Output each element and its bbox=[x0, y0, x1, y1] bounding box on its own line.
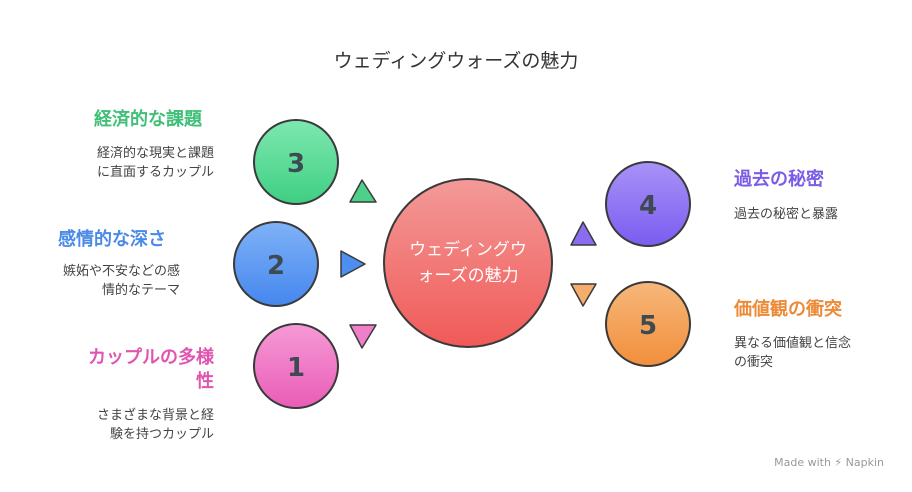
node-2-circle bbox=[233, 221, 319, 307]
node-1-circle bbox=[253, 323, 339, 409]
arrow-2-triangle bbox=[340, 250, 366, 278]
desc-couple-diversity-line1: さまざまな背景と経 bbox=[96, 408, 214, 423]
desc-economic-issues-line2: に直面するカップル bbox=[96, 165, 214, 180]
desc-value-clash-line2: の衝突 bbox=[734, 355, 774, 370]
diagram-title: ウェディングウォーズの魅力 bbox=[333, 50, 579, 72]
node-3-number: 3 bbox=[287, 149, 305, 179]
heading-emotional-depth: 感情的な深さ bbox=[58, 229, 166, 250]
desc-emotional-depth: 嫉妬や不安などの感 情的なテーマ bbox=[20, 262, 180, 300]
heading-economic-issues: 経済的な課題 bbox=[94, 109, 202, 130]
napkin-watermark[interactable]: Made with ⚡ Napkin bbox=[774, 456, 884, 469]
node-4: 4 bbox=[605, 161, 691, 247]
node-3-circle bbox=[253, 119, 339, 205]
node-4-circle bbox=[605, 161, 691, 247]
arrow-4-triangle bbox=[570, 221, 597, 246]
desc-past-secrets: 過去の秘密と暴露 bbox=[734, 205, 894, 224]
node-3: 3 bbox=[253, 119, 339, 205]
center-node: ウェディングウ ォーズの魅力 bbox=[383, 178, 553, 348]
center-circle bbox=[383, 178, 553, 348]
desc-emotional-depth-line1: 嫉妬や不安などの感 bbox=[62, 264, 180, 279]
heading-couple-diversity: カップルの多様 性 bbox=[40, 346, 214, 394]
node-1-number: 1 bbox=[287, 353, 305, 383]
heading-couple-diversity-line1: カップルの多様 bbox=[88, 347, 214, 368]
desc-couple-diversity-line2: 験を持つカップル bbox=[109, 427, 214, 442]
desc-economic-issues-line1: 経済的な現実と課題 bbox=[96, 146, 214, 161]
node-1: 1 bbox=[253, 323, 339, 409]
node-2-number: 2 bbox=[267, 251, 285, 281]
center-label-line1: ウェディングウ bbox=[409, 239, 527, 260]
desc-emotional-depth-line2: 情的なテーマ bbox=[101, 283, 180, 298]
heading-couple-diversity-line2: 性 bbox=[196, 371, 214, 392]
node-2: 2 bbox=[233, 221, 319, 307]
heading-value-clash: 価値観の衝突 bbox=[734, 299, 842, 320]
node-5-number: 5 bbox=[639, 311, 657, 341]
node-5: 5 bbox=[605, 281, 691, 367]
desc-value-clash: 異なる価値観と信念 の衝突 bbox=[734, 334, 904, 372]
desc-economic-issues: 経済的な現実と課題 に直面するカップル bbox=[40, 144, 214, 182]
arrow-1-triangle bbox=[349, 324, 377, 349]
center-label-line2: ォーズの魅力 bbox=[417, 266, 518, 286]
desc-value-clash-line1: 異なる価値観と信念 bbox=[734, 336, 852, 351]
arrow-5-triangle bbox=[570, 283, 597, 307]
desc-couple-diversity: さまざまな背景と経 験を持つカップル bbox=[40, 406, 214, 444]
heading-past-secrets: 過去の秘密 bbox=[734, 169, 824, 190]
node-4-number: 4 bbox=[639, 191, 657, 221]
arrow-3-triangle bbox=[349, 179, 377, 203]
node-5-circle bbox=[605, 281, 691, 367]
desc-past-secrets-line1: 過去の秘密と暴露 bbox=[734, 207, 839, 222]
